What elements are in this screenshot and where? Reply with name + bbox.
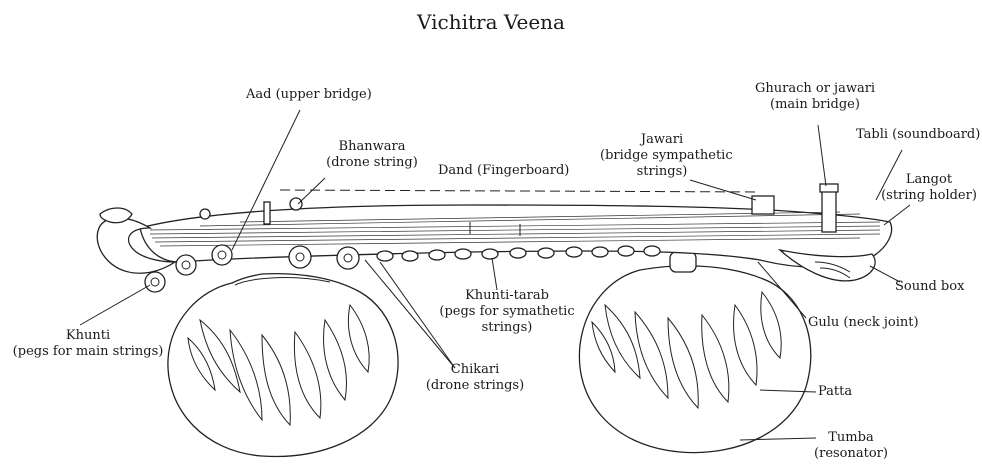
label-khunti-line1: Khunti bbox=[8, 328, 168, 344]
label-tabli: Tabli (soundboard) bbox=[856, 127, 980, 143]
label-khunti-tarab-line1: Khunti-tarab bbox=[437, 288, 577, 304]
label-khunti-tarab-line3: strings) bbox=[437, 320, 577, 336]
label-jawari-line2: (bridge sympathetic bbox=[600, 148, 724, 164]
bhanwara-knob bbox=[290, 198, 302, 210]
left-tumba-resonator bbox=[168, 274, 398, 457]
label-jawari: Jawari (bridge sympathetic strings) bbox=[600, 132, 724, 180]
label-dand: Dand (Fingerboard) bbox=[438, 163, 569, 179]
label-bhanwara: Bhanwara (drone string) bbox=[322, 139, 422, 171]
label-khunti-line2: (pegs for main strings) bbox=[8, 344, 168, 360]
ghurach-main-bridge bbox=[820, 184, 838, 232]
label-tumba: Tumba (resonator) bbox=[810, 430, 892, 462]
label-aad: Aad (upper bridge) bbox=[246, 87, 372, 103]
label-jawari-line3: strings) bbox=[600, 164, 724, 180]
label-bhanwara-line1: Bhanwara bbox=[322, 139, 422, 155]
label-sound-box: Sound box bbox=[895, 279, 964, 295]
label-tumba-line2: (resonator) bbox=[810, 446, 892, 462]
jawari-sympathetic-bridge bbox=[752, 196, 774, 214]
dand-dashed-line bbox=[280, 190, 760, 192]
label-tumba-line1: Tumba bbox=[810, 430, 892, 446]
label-chikari-line1: Chikari bbox=[420, 362, 530, 378]
label-bhanwara-line2: (drone string) bbox=[322, 155, 422, 171]
label-jawari-line1: Jawari bbox=[600, 132, 724, 148]
label-gulu: Gulu (neck joint) bbox=[808, 315, 919, 331]
aad-upper-bridge bbox=[264, 202, 270, 224]
label-khunti-tarab: Khunti-tarab (pegs for symathetic string… bbox=[437, 288, 577, 336]
label-chikari: Chikari (drone strings) bbox=[420, 362, 530, 394]
label-chikari-line2: (drone strings) bbox=[420, 378, 530, 394]
label-langot: Langot (string holder) bbox=[880, 172, 978, 204]
label-ghurach-line2: (main bridge) bbox=[755, 97, 875, 113]
label-khunti-tarab-line2: (pegs for symathetic bbox=[437, 304, 577, 320]
label-langot-line2: (string holder) bbox=[880, 188, 978, 204]
label-ghurach: Ghurach or jawari (main bridge) bbox=[755, 81, 875, 113]
label-patta: Patta bbox=[818, 384, 852, 400]
right-tumba-resonator bbox=[579, 252, 810, 453]
label-langot-line1: Langot bbox=[880, 172, 978, 188]
bhanwara-knob bbox=[200, 209, 210, 219]
label-khunti: Khunti (pegs for main strings) bbox=[8, 328, 168, 360]
label-ghurach-line1: Ghurach or jawari bbox=[755, 81, 875, 97]
